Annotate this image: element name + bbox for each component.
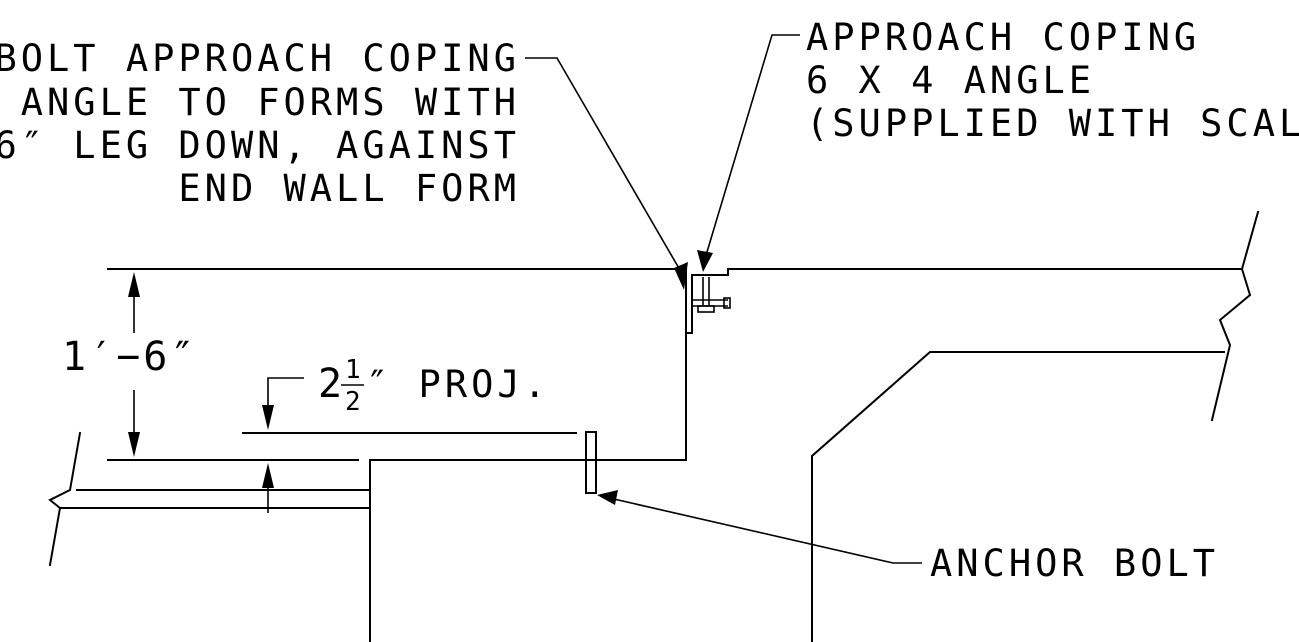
- projection-numerator: 1: [345, 355, 361, 385]
- anchor-bolt-body: [585, 431, 597, 494]
- projection-whole: 2: [318, 361, 345, 407]
- height-arrowhead-down: [128, 432, 140, 457]
- bolt-coping-arrowhead: [674, 262, 688, 290]
- approach-coping-note-line-2: 6 X 4 ANGLE: [806, 59, 1095, 102]
- pit-interior-line: [811, 351, 1225, 642]
- coping-angle: [685, 268, 731, 334]
- coping-bolt-nut: [697, 305, 715, 313]
- break-line-right: [1210, 210, 1260, 422]
- approach-coping-leader: [703, 34, 800, 263]
- bolt-coping-note-line-2: ANGLE TO FORMS WITH: [21, 81, 520, 124]
- anchor-bolt-arrowhead: [597, 490, 618, 505]
- projection-leader: [267, 377, 304, 412]
- bolt-coping-note-line-3: 6″ LEG DOWN, AGAINST: [0, 124, 520, 167]
- anchor-bolt-leader: [604, 496, 922, 564]
- break-line-left: [48, 431, 82, 567]
- leaders: [128, 34, 922, 564]
- bolt-coping-leader: [525, 57, 685, 278]
- coping-angle-profile: [685, 268, 729, 334]
- anchor-bolt: [585, 431, 597, 494]
- approach-coping-arrowhead: [697, 250, 713, 272]
- coping-bolt-head: [723, 297, 731, 309]
- bolt-coping-note-line-4: END WALL FORM: [178, 167, 520, 210]
- approach-coping-note-line-1: APPROACH COPING: [806, 16, 1200, 59]
- approach-coping-note-line-3: (SUPPLIED WITH SCALE): [806, 102, 1299, 145]
- annotations: BOLT APPROACH COPING ANGLE TO FORMS WITH…: [0, 16, 1299, 585]
- height-dimension: 1′−6″: [62, 334, 197, 380]
- height-arrowhead-up: [128, 272, 140, 297]
- projection-arrowhead-down: [262, 405, 274, 430]
- projection-label: ″ PROJ.: [366, 363, 550, 406]
- bolt-coping-note-line-1: BOLT APPROACH COPING: [0, 37, 520, 80]
- anchor-bolt-label: ANCHOR BOLT: [930, 542, 1219, 585]
- projection-arrowhead-up: [262, 463, 274, 488]
- projection-denominator: 2: [345, 387, 361, 417]
